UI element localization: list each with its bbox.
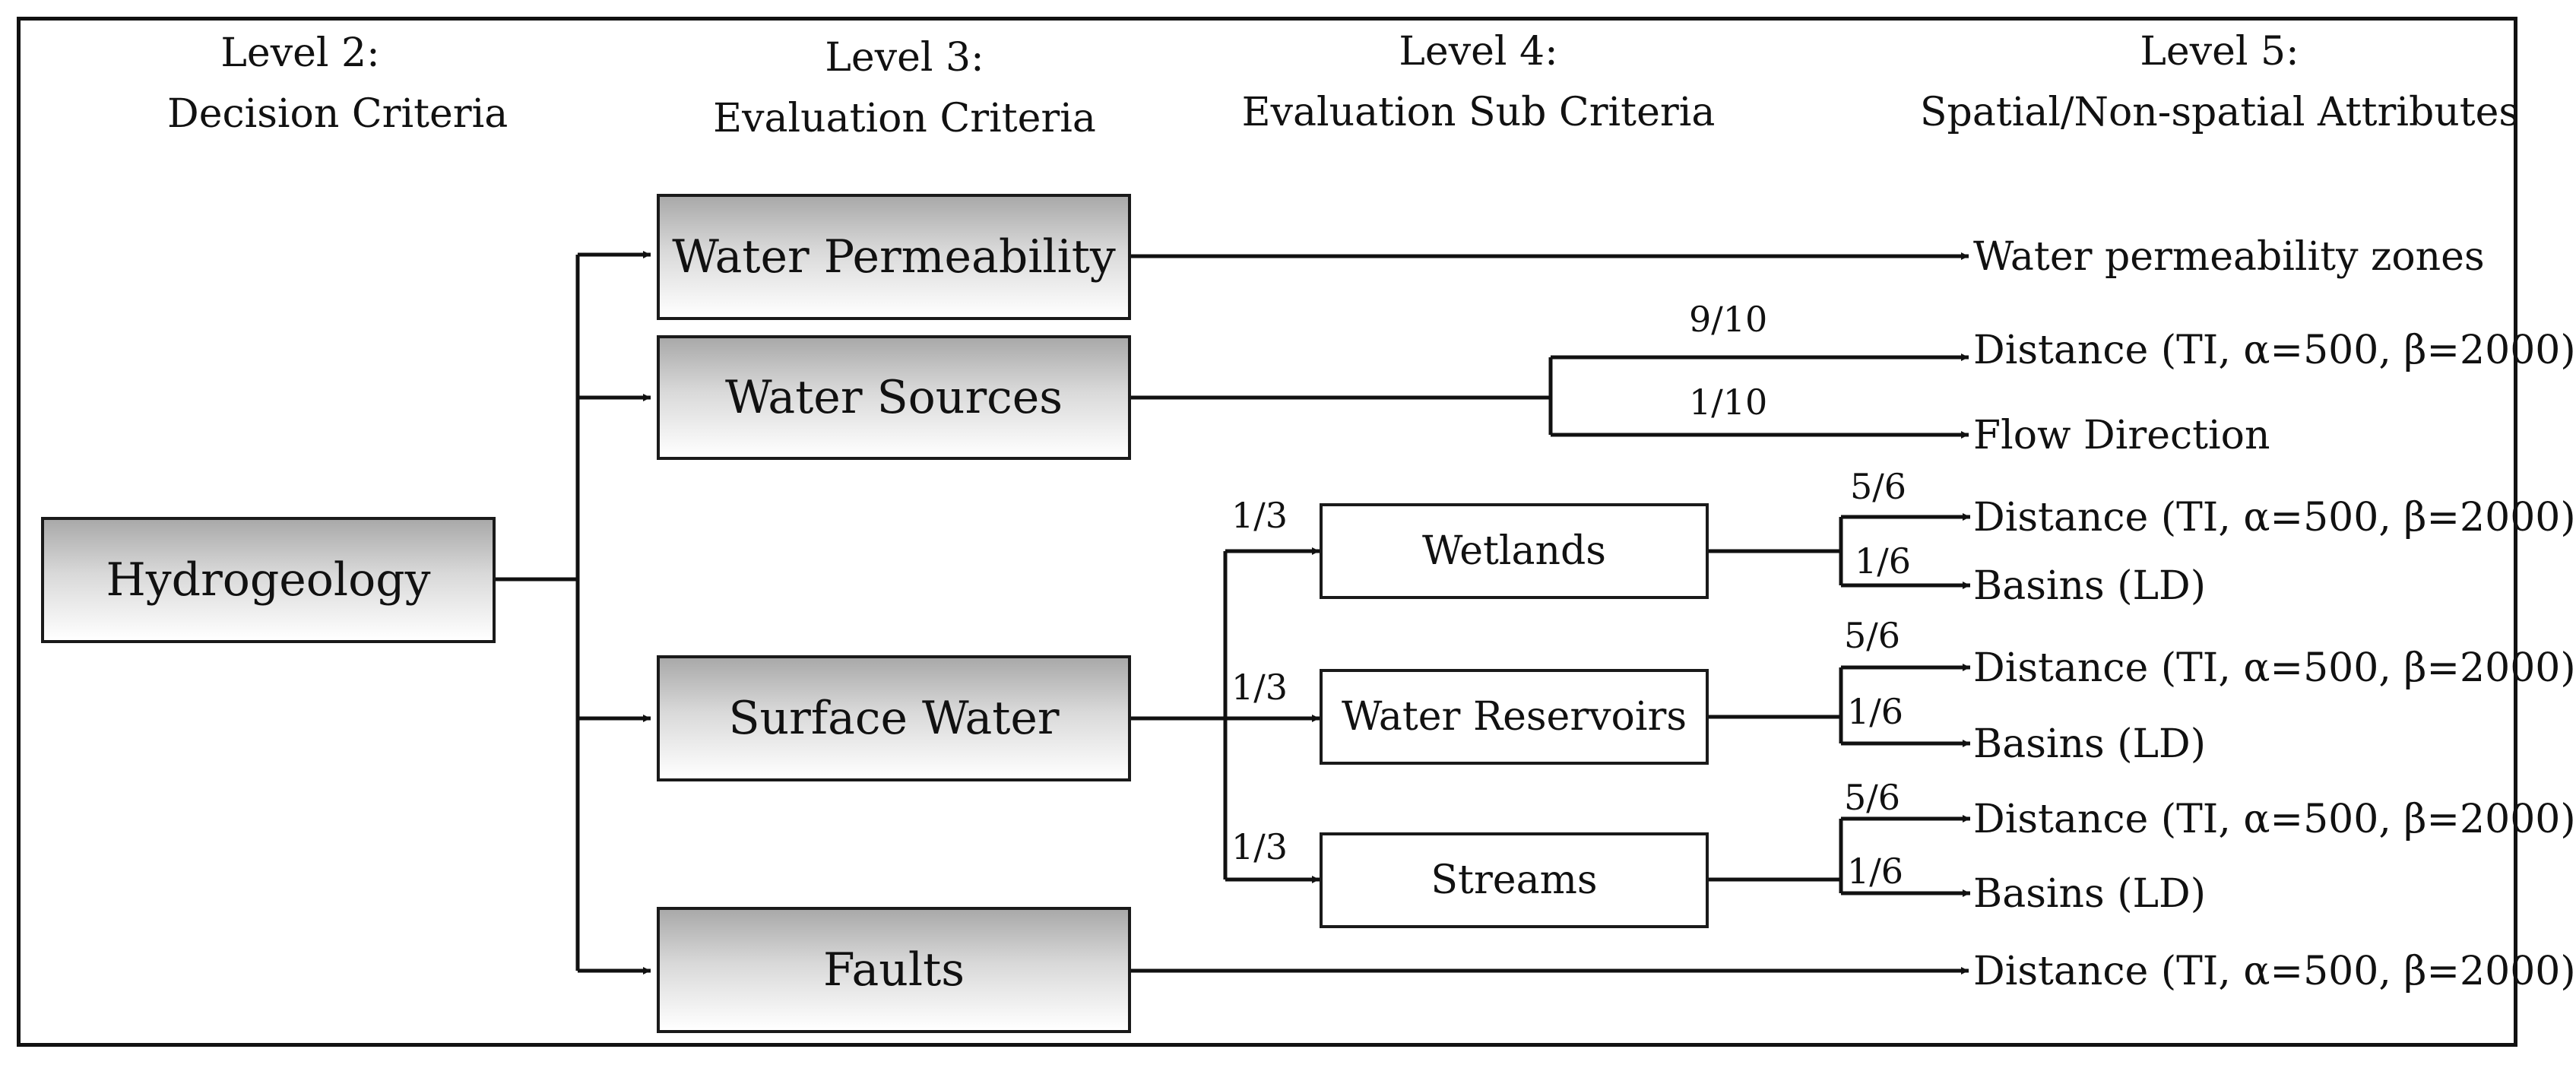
weight-reservoirs-distance: 5/6 [1844,615,1901,656]
weight-sources-flow: 1/10 [1689,382,1768,423]
node-surface-water: Surface Water [657,655,1131,781]
attr-water-permeability-zones: Water permeability zones [1973,234,2485,280]
attr-faults-distance: Distance (TI, α=500, β=2000) [1973,949,2576,994]
weight-wetlands: 1/3 [1231,495,1288,536]
node-hydrogeology: Hydrogeology [41,517,496,643]
node-water-reservoirs-label: Water Reservoirs [1341,694,1687,740]
attr-reservoirs-basins: Basins (LD) [1973,721,2207,767]
weight-reservoirs: 1/3 [1231,667,1288,708]
weight-reservoirs-basins: 1/6 [1847,691,1904,732]
attr-reservoirs-distance: Distance (TI, α=500, β=2000) [1973,645,2576,691]
attr-streams-basins: Basins (LD) [1973,871,2207,917]
node-hydrogeology-label: Hydrogeology [106,553,431,607]
weight-streams-basins: 1/6 [1847,851,1904,892]
weight-wetlands-distance: 5/6 [1850,466,1907,507]
node-wetlands-label: Wetlands [1422,528,1606,574]
attr-sources-distance: Distance (TI, α=500, β=2000) [1973,328,2576,373]
node-surface-water-label: Surface Water [728,692,1060,745]
header-level-2-title: Level 2: [220,30,380,76]
header-level-5: Level 5: Spatial/Non-spatial Attributes [1915,21,2524,143]
node-water-sources: Water Sources [657,335,1131,460]
node-water-permeability-label: Water Permeability [672,230,1116,284]
header-level-2: Level 2: Decision Criteria [167,23,509,144]
weight-streams-distance: 5/6 [1844,777,1901,818]
attr-wetlands-distance: Distance (TI, α=500, β=2000) [1973,495,2576,540]
node-water-reservoirs: Water Reservoirs [1320,669,1709,765]
header-level-4-subtitle: Evaluation Sub Criteria [1241,90,1716,135]
header-level-4-title: Level 4: [1399,29,1558,74]
attr-flow-direction: Flow Direction [1973,413,2270,458]
header-level-3-title: Level 3: [825,35,984,81]
attr-wetlands-basins: Basins (LD) [1973,563,2207,609]
weight-sources-distance: 9/10 [1689,299,1768,340]
node-streams-label: Streams [1431,857,1598,903]
attr-streams-distance: Distance (TI, α=500, β=2000) [1973,797,2576,842]
header-level-5-title: Level 5: [2140,29,2299,74]
weight-streams: 1/3 [1231,826,1288,867]
header-level-5-subtitle: Spatial/Non-spatial Attributes [1919,90,2520,135]
diagram-frame [17,17,2517,1047]
node-streams: Streams [1320,832,1709,928]
header-level-2-subtitle: Decision Criteria [167,91,509,137]
weight-wetlands-basins: 1/6 [1855,540,1912,582]
header-level-3-subtitle: Evaluation Criteria [713,96,1096,141]
header-level-3: Level 3: Evaluation Criteria [676,27,1133,149]
node-water-sources-label: Water Sources [724,371,1063,424]
node-wetlands: Wetlands [1320,503,1709,599]
node-water-permeability: Water Permeability [657,194,1131,320]
node-faults-label: Faults [822,943,965,997]
node-faults: Faults [657,907,1131,1033]
header-level-4: Level 4: Evaluation Sub Criteria [1231,21,1725,143]
